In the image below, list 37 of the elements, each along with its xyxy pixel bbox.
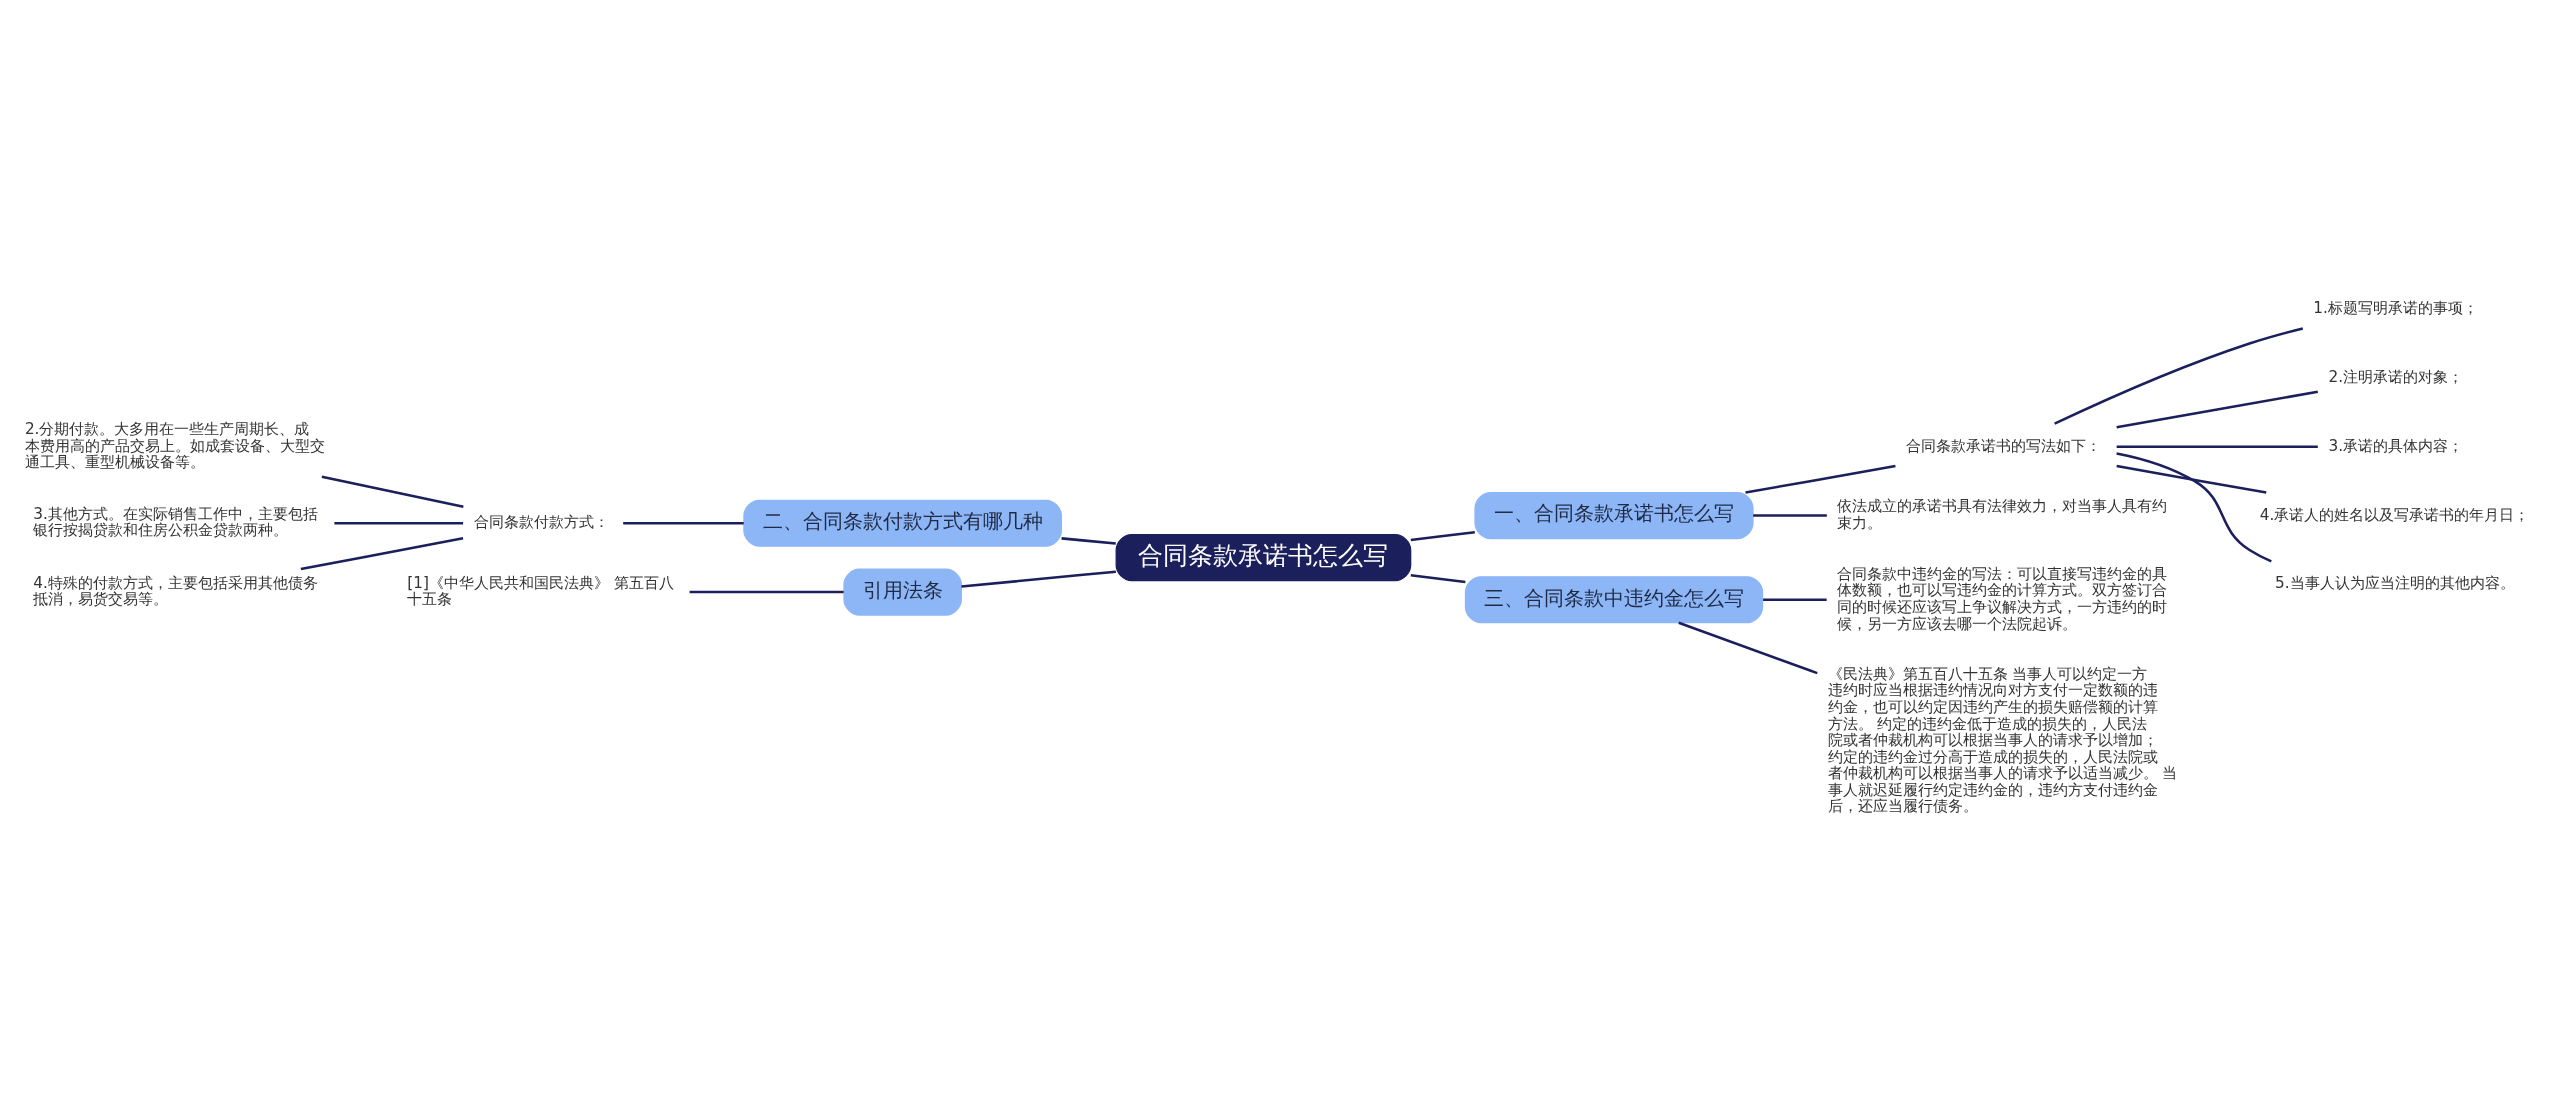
connector [1061, 537, 1116, 545]
connector [1753, 514, 1827, 517]
node-box: 三、合同条款中违约金怎么写 [1464, 576, 1764, 624]
connector [1678, 621, 1818, 675]
connector [2116, 390, 2318, 429]
node-text: 1.标题写明承诺的事项； [2313, 299, 2478, 317]
node-text: [1]《中华人民共和国民法典》 第五百八十五条 [407, 573, 674, 609]
connector [321, 475, 464, 508]
node-text: 5.当事人认为应当注明的其他内容。 [2275, 574, 2515, 593]
node-box: 合同条款承诺书怎么写 [1115, 534, 1412, 582]
node-text: 合同条款付款方式： [473, 513, 609, 532]
node-text: 3.承诺的具体内容； [2328, 436, 2464, 455]
connector [334, 521, 464, 525]
node-text: 《民法典》第五百八十五条 当事人可以约定一方违约时应当根据违约情况向对方支付一定数额的违约金，也可以约定因违约产生的损失赔偿额的计算方法。 约定的违约金低于造成的损失的，人民法院或者仲裁机构可以根据当事人的请求予以增加；约定的违约金过分高于造成的损失的，人民法院或者仲裁机构可以根据当事人的请求予以适当减少。 当事人就迟延履行约定违约金的，违约方支付违约金后，还应当履行债务。 [1827, 664, 2178, 816]
node-text: 合同条款承诺书的写法如下： [1905, 436, 2101, 455]
connector [623, 521, 744, 525]
connector [2116, 464, 2267, 494]
connector [1763, 598, 1827, 601]
connector [1745, 464, 1896, 494]
node-text: 3.其他方式。在实际销售工作中，主要包括银行按揭贷款和住房公积金贷款两种。 [33, 504, 318, 540]
connector [1410, 574, 1466, 584]
node-box: 二、合同条款付款方式有哪几种 [743, 499, 1062, 547]
connector [300, 536, 464, 571]
connector [2116, 452, 2272, 563]
connector [961, 570, 1116, 588]
connector [2054, 327, 2304, 425]
node-box: 引用法条 [843, 568, 962, 616]
node-text: 4.承诺人的姓名以及写承诺书的年月日； [2259, 505, 2530, 524]
connector [2116, 445, 2318, 448]
node-text: 2.分期付款。大多用在一些生产周期长、成本费用高的产品交易上。如成套设备、大型交通工具、重型机械设备等。 [24, 420, 325, 472]
connector [689, 590, 844, 594]
node-text: 2.注明承诺的对象； [2328, 367, 2464, 386]
node-text: 4.特殊的付款方式，主要包括采用其他债务抵消，易货交易等。 [33, 573, 318, 609]
node-text: 合同条款中违约金的写法：可以直接写违约金的具体数额，也可以写违约金的计算方式。双方签订合同的时候还应该写上争议解决方式，一方违约的时候，另一方应该去哪一个法院起诉。 [1837, 564, 2168, 633]
connector [1410, 531, 1475, 542]
node-text: 依法成立的承诺书具有法律效力，对当事人具有约束力。 [1837, 497, 2168, 532]
node-box: 一、合同条款承诺书怎么写 [1474, 492, 1754, 540]
